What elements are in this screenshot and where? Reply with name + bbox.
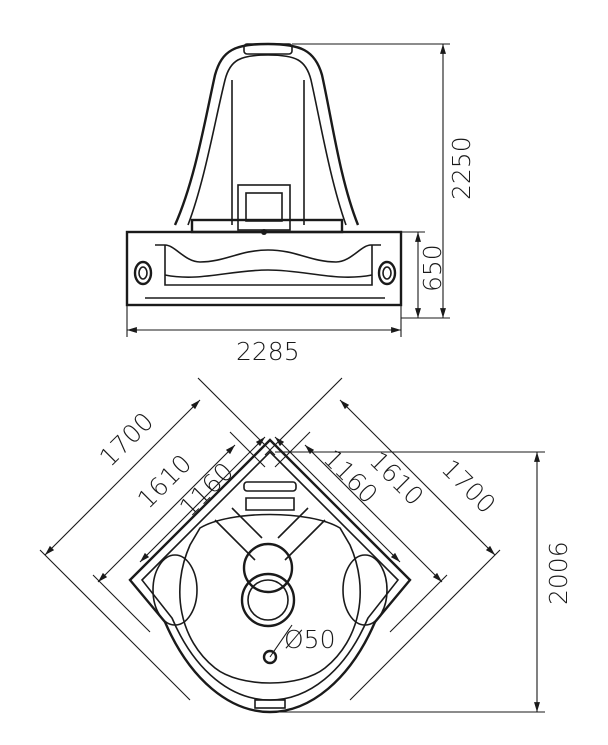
top-view: 1700 1610 1160 1160 1610 1700 2006 Ø50 (39, 377, 573, 714)
dimension-label-height-tub: 650 (418, 244, 447, 292)
dimension-label-width: 2285 (236, 337, 300, 366)
dimension-label-height-total: 2250 (447, 136, 476, 200)
dimension-label-drain-diameter: Ø50 (284, 625, 336, 654)
dimension-label-right-inner: 1160 (318, 444, 383, 509)
dimension-label-depth: 2006 (544, 541, 573, 605)
dimension-label-left-outer: 1700 (94, 407, 159, 472)
dimension-lines-front (126, 43, 450, 337)
tub-front (125, 218, 403, 307)
shower-tower (173, 42, 360, 231)
front-view: 2250 650 2285 (125, 42, 476, 366)
dimension-label-right-outer: 1700 (436, 454, 501, 519)
dimension-lines-top (39, 377, 545, 713)
